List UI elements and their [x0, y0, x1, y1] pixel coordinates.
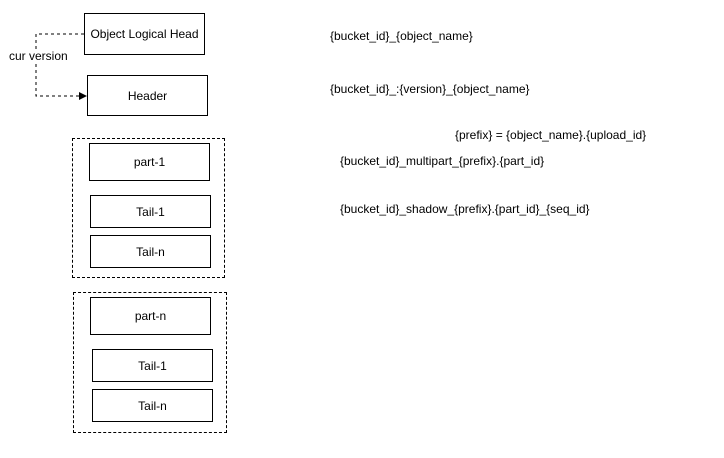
shadow-key-annotation: {bucket_id}_shadow_{prefix}.{part_id}_{s… [340, 202, 590, 216]
group2-tail-n-box: Tail-n [92, 389, 213, 422]
cur-version-arrow [35, 33, 87, 100]
part-1-box: part-1 [89, 143, 210, 181]
head-key-annotation: {bucket_id}_{object_name} [330, 29, 473, 43]
prefix-definition-annotation: {prefix} = {object_name}.{upload_id} [455, 128, 647, 142]
group1-tail-n-box: Tail-n [90, 235, 211, 268]
part-n-box: part-n [90, 297, 211, 335]
group2-tail-1-box: Tail-1 [92, 349, 213, 382]
part-1-group [72, 138, 225, 278]
group1-tail-1-box: Tail-1 [90, 195, 211, 228]
cur-version-label: cur version [9, 49, 68, 63]
header-box: Header [87, 75, 208, 116]
multipart-key-annotation: {bucket_id}_multipart_{prefix}.{part_id} [340, 154, 545, 168]
header-key-annotation: {bucket_id}_:{version}_{object_name} [330, 82, 530, 96]
part-n-group [73, 292, 227, 433]
object-logical-head-box: Object Logical Head [84, 13, 205, 55]
